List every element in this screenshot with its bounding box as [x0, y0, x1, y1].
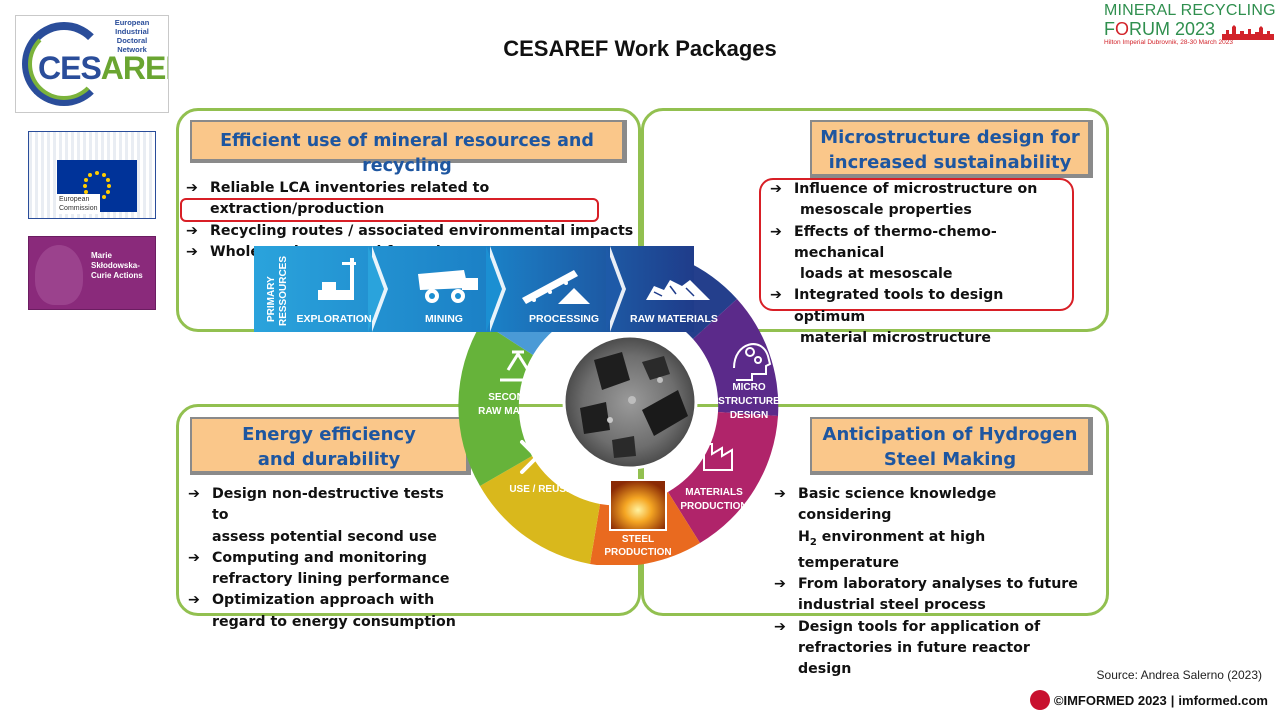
segment-label-steel-production: PRODUCTION — [604, 547, 671, 558]
arrow-right-icon: ➔ — [188, 549, 200, 566]
segment-label-materials: MATERIALS — [685, 487, 743, 498]
cesaref-wordmark: CESAREF — [38, 50, 168, 86]
chevron-label-raw-materials: RAW MATERIALS — [630, 313, 718, 325]
segment-label-structure: STRUCTURE — [718, 396, 780, 407]
dump-truck-icon — [418, 270, 478, 303]
arrow-right-icon: ➔ — [186, 222, 198, 239]
microstructure-image — [562, 334, 698, 470]
arrow-right-icon: ➔ — [188, 592, 200, 609]
highlight-box-microstructure — [759, 178, 1074, 311]
segment-label-use: USE / REUSE — [509, 484, 573, 495]
arrow-right-icon: ➔ — [770, 287, 782, 304]
segment-label-raw-materials: RAW MATERIALS — [478, 406, 562, 417]
segment-secondary — [458, 322, 533, 486]
arrow-right-icon: ➔ — [186, 243, 198, 260]
molten-steel-icon — [609, 479, 667, 531]
header-microstructure: Microstructure design for increased sust… — [810, 120, 1093, 178]
european-commission-logo: European Commission — [28, 131, 156, 219]
imformed-logo-icon — [1029, 690, 1050, 710]
msca-label: Marie Skłodowska- Curie Actions — [91, 251, 143, 280]
arrow-right-icon: ➔ — [774, 486, 786, 502]
header-hydrogen: Anticipation of Hydrogen Steel Making — [810, 417, 1093, 475]
arrow-right-icon: ➔ — [770, 223, 782, 240]
chevron-label-exploration: EXPLORATION — [296, 313, 371, 325]
logo-ring — [22, 22, 106, 106]
ec-label: European Commission — [57, 194, 100, 214]
resources-label: RESSOURCES — [278, 256, 289, 326]
skyline-icon — [1222, 25, 1274, 40]
cesaref-logo: CESAREF European Industrial Doctoral Net… — [15, 15, 169, 113]
segment-label-steel: STEEL — [622, 534, 654, 545]
list-item: ➔Recycling routes / associated environme… — [186, 221, 636, 242]
segment-label-secondary: SECONDARY — [488, 392, 552, 403]
msca-logo: Marie Skłodowska- Curie Actions — [28, 236, 156, 310]
tools-icon — [520, 440, 554, 474]
head-gears-icon — [733, 343, 772, 381]
forum-line1: MINERAL RECYCLING — [1104, 2, 1276, 19]
portrait-icon — [35, 245, 83, 305]
forum-line2: FORUM 2023 — [1104, 19, 1216, 39]
chevron-label-processing: PROCESSING — [529, 313, 599, 325]
recycle-icon — [500, 350, 536, 382]
segment-label-micro: MICRO — [732, 382, 766, 393]
logo-ring-accent — [28, 28, 100, 100]
conveyor-icon — [522, 270, 590, 304]
segment-label-production: PRODUCTION — [680, 501, 747, 512]
footer-brand: ©IMFORMED 2023 | imformed.com — [1029, 690, 1268, 710]
drill-icon — [318, 258, 356, 300]
primary-label: PRIMARY — [266, 276, 277, 322]
network-label: European Industrial Doctoral Network — [114, 18, 150, 54]
rocks-icon — [646, 280, 710, 300]
segment-label-design: DESIGN — [730, 410, 768, 421]
segment-use-reuse — [480, 456, 600, 564]
arrow-right-icon: ➔ — [774, 576, 786, 593]
highlight-box-recycling — [180, 198, 599, 222]
segment-materials-production — [668, 412, 778, 543]
forum-logo: MINERAL RECYCLING FORUM 2023 Hilton Impe… — [1104, 2, 1276, 48]
source-citation: Source: Andrea Salerno (2023) — [1096, 668, 1262, 682]
list-item: ➔Reliable LCA inventories related to ext… — [186, 180, 490, 218]
page-title: CESAREF Work Packages — [503, 36, 777, 61]
arrow-right-icon: ➔ — [188, 486, 200, 502]
site-link[interactable]: imformed.com — [1178, 692, 1268, 708]
header-energy: Energy efficiency and durability — [190, 417, 471, 475]
factory-icon — [703, 430, 733, 471]
arrow-right-icon: ➔ — [774, 618, 786, 635]
header-efficient-use: Efficient use of mineral resources and r… — [190, 120, 627, 176]
arrow-right-icon: ➔ — [770, 181, 782, 197]
chevron-label-mining: MINING — [425, 313, 463, 325]
circular-process-diagram: PRIMARY RESSOURCES EXPLORATION MINING PR… — [254, 246, 780, 565]
arrow-right-icon: ➔ — [186, 180, 198, 196]
forum-venue: Hilton Imperial Dubrovnik, 28-30 March 2… — [1104, 39, 1233, 46]
